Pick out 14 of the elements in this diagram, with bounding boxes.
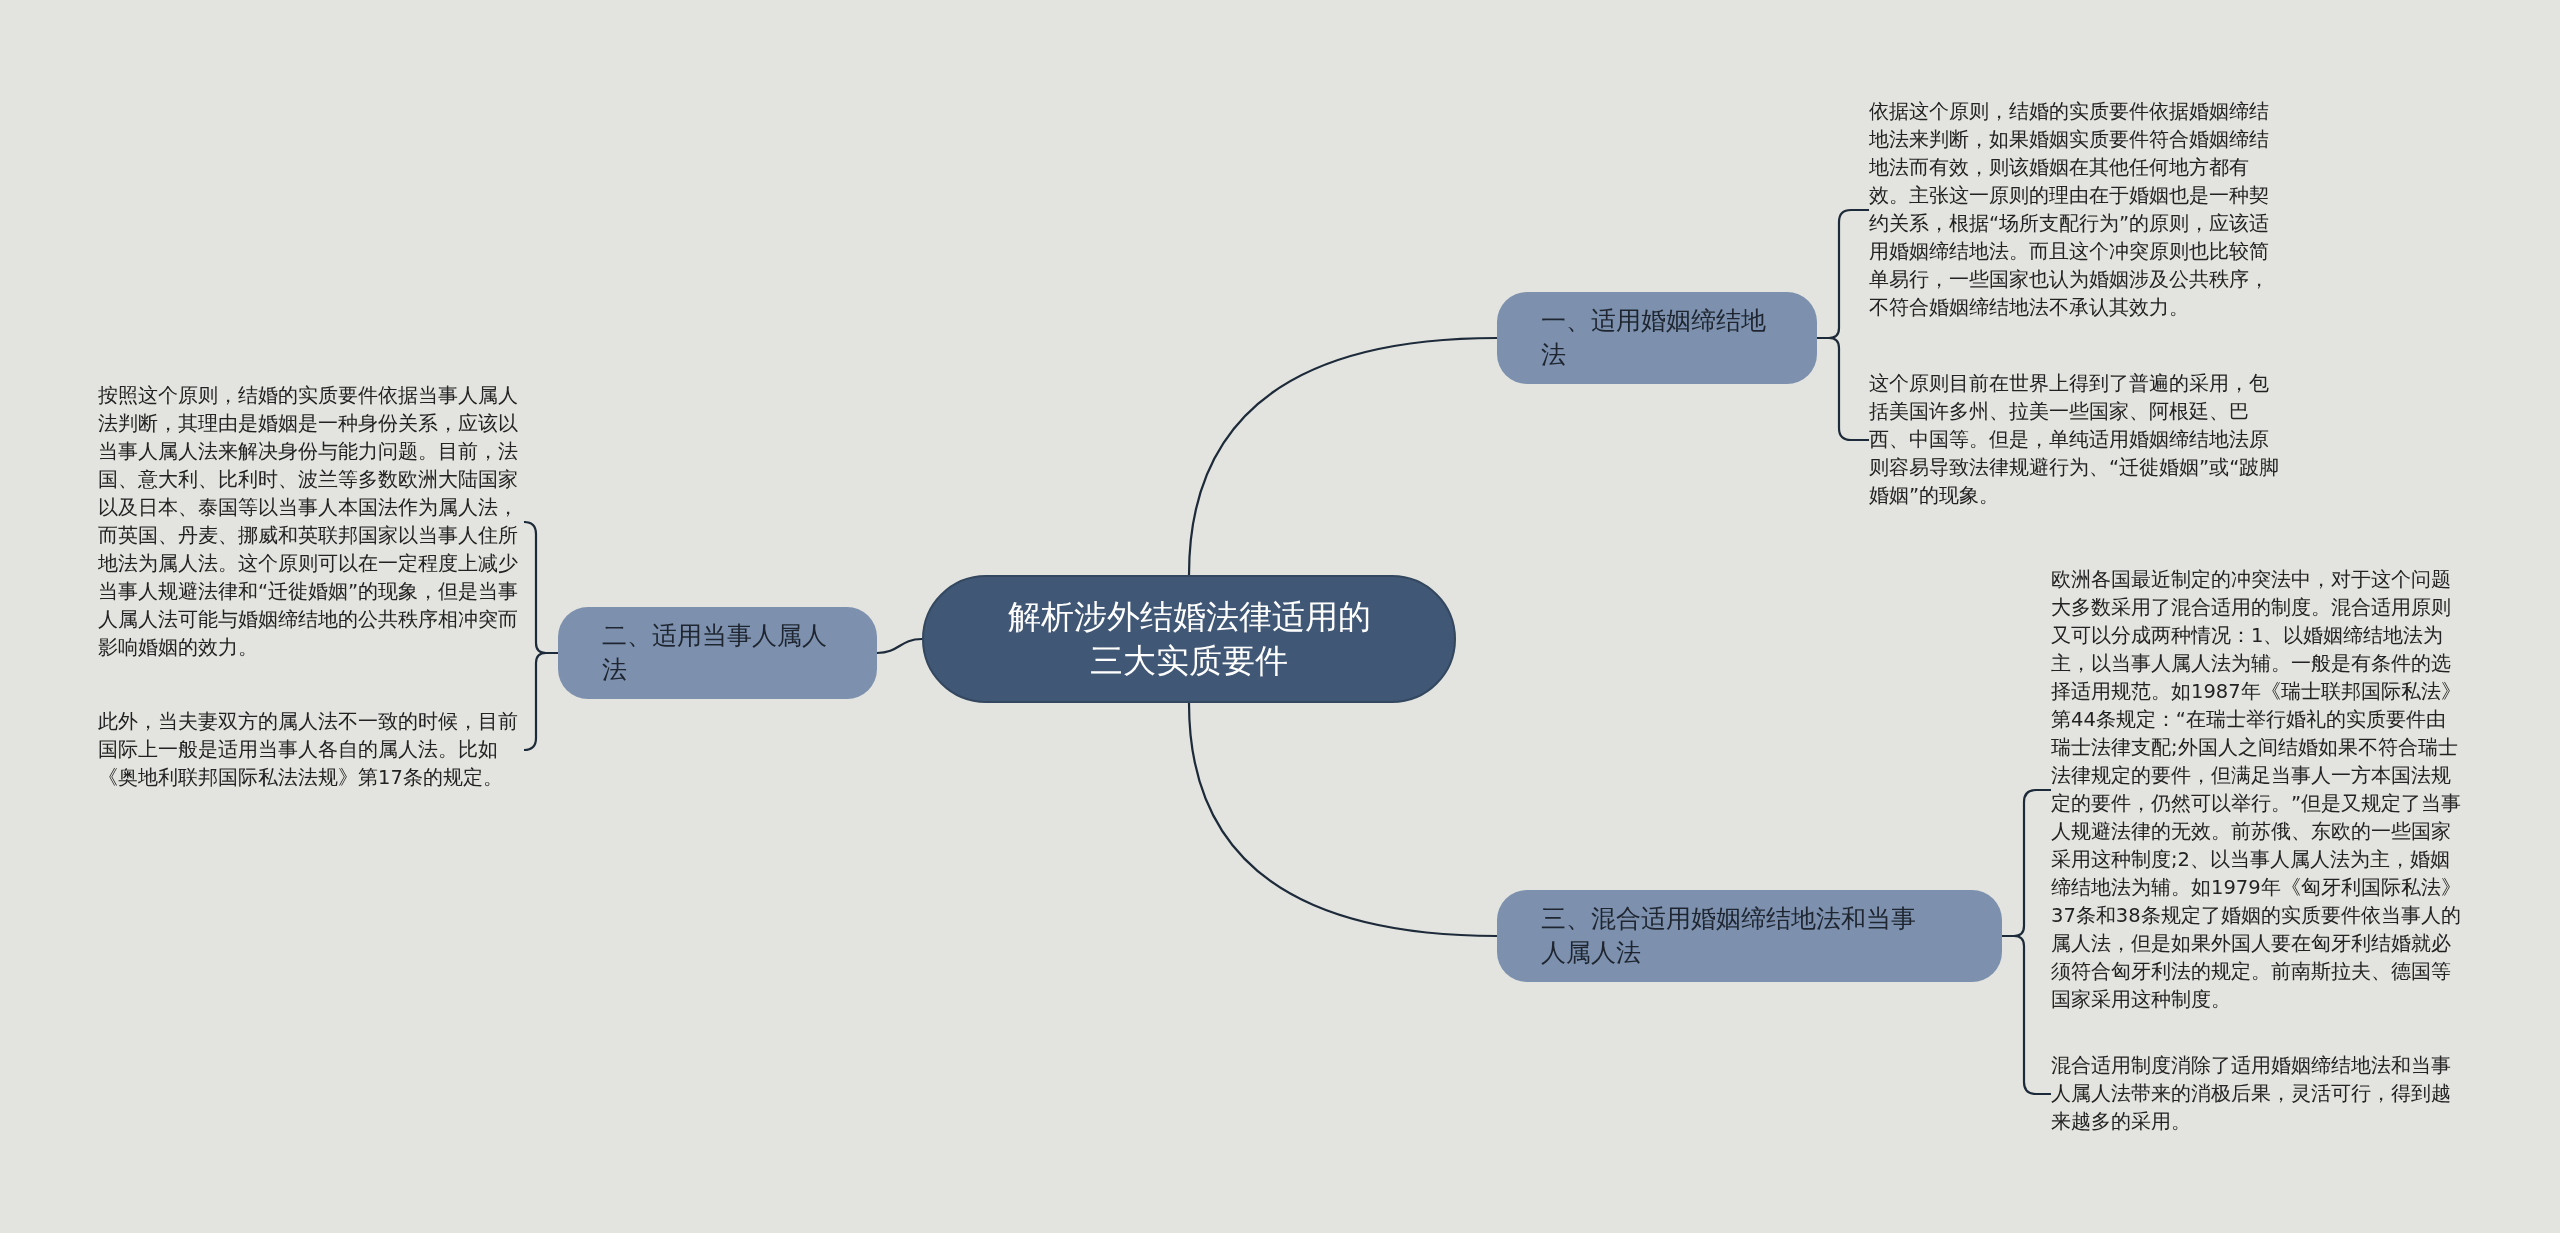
branch-topic: 三、混合适用婚姻缔结地法和当事人属人法 [1497,890,2002,982]
connector-line [876,637,923,655]
branch-topic: 一、适用婚姻缔结地法 [1497,292,1817,384]
note-text: 依据这个原则，结婚的实质要件依据婚姻缔结地法来判断，如果婚姻实质要件符合婚姻缔结地法而有效，则该婚姻在其他任何地方都有效。主张这一原则的理由在于婚姻也是一种契约关系，根据“场所支配行为”的原则，应该适用婚姻缔结地法。而且这个冲突原则也比较简单易行，一些国家也认为婚姻涉及公共秩序，不符合婚姻缔结地法不承认其效力。 [1869,98,2283,322]
connector-line [522,651,558,752]
root-topic: 解析涉外结婚法律适用的三大实质要件 [922,575,1456,703]
connector-line [1187,702,1498,938]
note-text: 按照这个原则，结婚的实质要件依据当事人属人法判断，其理由是婚姻是一种身份关系，应该以当事人属人法来解决身份与能力问题。目前，法国、意大利、比利时、波兰等多数欧洲大陆国家以及日本、泰国等以当事人本国法作为属人法，而英国、丹麦、挪威和英联邦国家以当事人住所地法为属人法。这个原则可以在一定程度上减少当事人规避法律和“迁徙婚姻”的现象，但是当事人属人法可能与婚姻缔结地的公共秩序相冲突而影响婚姻的效力。 [98,382,526,662]
connector-line [1187,336,1498,576]
note-text: 混合适用制度消除了适用婚姻缔结地法和当事人属人法带来的消极后果，灵活可行，得到越来越多的采用。 [2051,1052,2465,1136]
note-text: 此外，当夫妻双方的属人法不一致的时候，目前国际上一般是适用当事人各自的属人法。比如《奥地利联邦国际私法法规》第17条的规定。 [98,708,526,792]
branch-topic: 二、适用当事人属人法 [558,607,877,699]
note-text: 欧洲各国最近制定的冲突法中，对于这个问题大多数采用了混合适用的制度。混合适用原则又可以分成两种情况：1、以婚姻缔结地法为主，以当事人属人法为辅。一般是有条件的选择适用规范。如1987年《瑞士联邦国际私法》第44条规定：“在瑞士举行婚礼的实质要件由瑞士法律支配;外国人之间结婚如果不符合瑞士法律规定的要件，但满足当事人一方本国法规定的要件，仍然可以举行。”但是又规定了当事人规避法律的无效。前苏俄、东欧的一些国家采用这种制度;2、以当事人属人法为主，婚姻缔结地法为辅。如1979年《匈牙利国际私法》37条和38条规定了婚姻的实质要件依当事人的属人法，但是如果外国人要在匈牙利结婚就必须符合匈牙利法的规定。前南斯拉夫、德国等国家采用这种制度。 [2051,566,2465,1014]
note-text: 这个原则目前在世界上得到了普遍的采用，包括美国许多州、拉美一些国家、阿根廷、巴西、中国等。但是，单纯适用婚姻缔结地法原则容易导致法律规避行为、“迁徙婚姻”或“跛脚婚姻”的现象。 [1869,370,2283,510]
